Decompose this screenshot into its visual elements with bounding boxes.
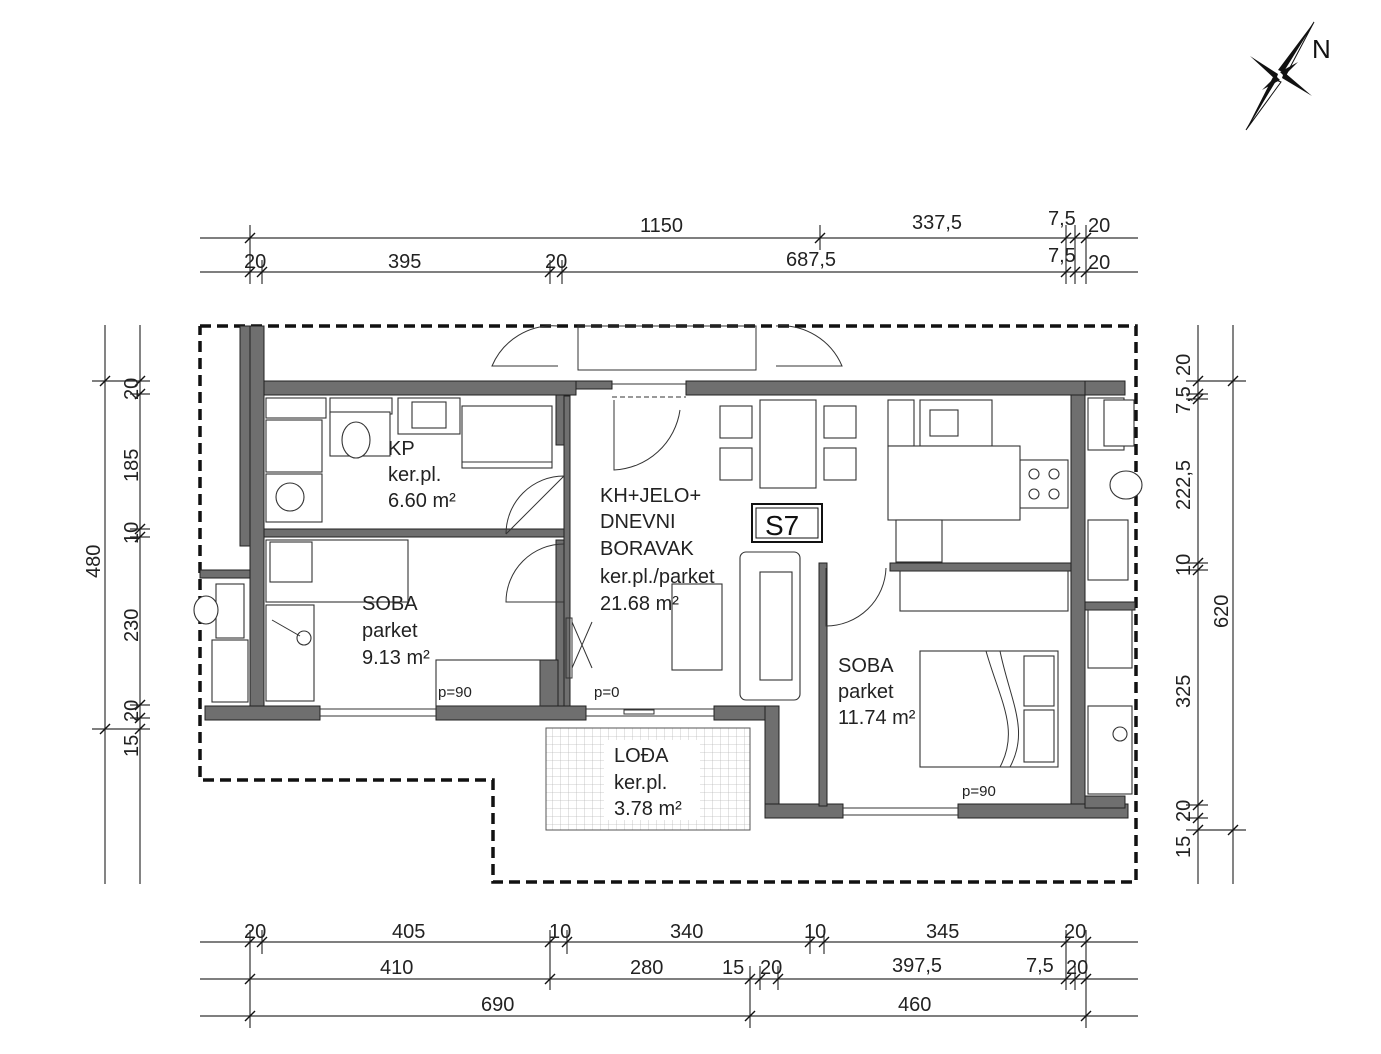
dim-top2-20b: 20 [545,251,567,273]
dim-right-325: 325 [1173,675,1195,708]
dim-left-10: 10 [121,522,143,544]
room-living-name1: KH+JELO+ [600,485,701,507]
dim-left-185: 185 [121,449,143,482]
room-label-living: KH+JELO+ DNEVNI BORAVAK ker.pl./parket 2… [600,485,715,615]
dim-bot3-690: 690 [481,994,514,1016]
dim-bot2-280: 280 [630,957,663,979]
bathroom-fixtures [265,397,553,707]
dimension-top: 1150 337,5 7,5 20 20 395 20 687,5 7,5 20 [200,208,1138,284]
dim-bot1-20b: 20 [1064,921,1086,943]
room-label-lodja: LOĐA ker.pl. 3.78 m² [604,740,700,820]
dim-bot1-10a: 10 [549,921,571,943]
dim-right-7-5: 7,5 [1173,386,1195,414]
stove-icon [1019,459,1069,509]
dim-top2-7-5: 7,5 [1048,245,1076,267]
dim-bot1-10b: 10 [804,921,826,943]
dim-top-1150: 1150 [640,215,683,237]
dim-top-7-5: 7,5 [1048,208,1076,230]
dim-top2-395: 395 [388,251,421,273]
dim-top2-20c: 20 [1088,252,1110,274]
dim-top2-20a: 20 [244,251,266,273]
dim-bot2-410: 410 [380,957,413,979]
dim-top-20: 20 [1088,215,1110,237]
room-label-kp: KP ker.pl. 6.60 m² [388,438,456,512]
room-label-soba2: SOBA parket 11.74 m² [838,655,916,729]
dim-right-20a: 20 [1173,354,1195,376]
dim-bot2-15: 15 [722,957,744,979]
room-kp-floor: ker.pl. [388,464,441,486]
dim-right-20b: 20 [1173,800,1195,822]
room-soba1-name: SOBA [362,593,418,615]
north-arrow-icon: N [1245,21,1331,131]
apartment-code: S7 [765,510,799,541]
room-soba2-area: 11.74 m² [838,707,916,729]
dim-left-480: 480 [83,545,105,578]
dim-top2-687-5: 687,5 [786,249,836,271]
room-kp-area: 6.60 m² [388,490,456,512]
dim-left-230: 230 [121,609,143,642]
room-living-name3: BORAVAK [600,538,694,560]
sill-living: p=0 [594,684,619,701]
dim-right-222-5: 222,5 [1173,460,1195,510]
dimension-bottom: 20 405 10 340 10 345 20 410 280 15 20 39… [200,921,1138,1028]
dim-left-20b: 20 [121,700,143,722]
room-lodja-name: LOĐA [614,745,669,767]
room-soba1-floor: parket [362,620,418,642]
dim-bot2-20b: 20 [1066,957,1088,979]
wardrobe-left [265,604,315,702]
room-soba2-name: SOBA [838,655,894,677]
windows [320,325,958,816]
room-lodja-floor: ker.pl. [614,772,667,794]
room-label-soba1: SOBA parket 9.13 m² [362,593,430,669]
north-label: N [1312,34,1331,64]
shower-head-icon [296,630,312,646]
room-living-name2: DNEVNI [600,511,676,533]
dim-left-15: 15 [121,735,143,757]
toilet-icon [341,421,371,459]
dim-right-15: 15 [1173,836,1195,858]
dining-table [759,399,817,489]
room-living-area: 21.68 m² [600,593,679,615]
dim-bot1-20a: 20 [244,921,266,943]
room-soba2-floor: parket [838,681,894,703]
sill-soba1: p=90 [438,684,472,701]
dim-right-620: 620 [1211,595,1233,628]
dimension-left: 480 20 185 10 230 20 15 [83,325,150,884]
living-furniture [671,399,1069,701]
dim-top-337-5: 337,5 [912,212,962,234]
sill-soba2: p=90 [962,783,996,800]
dim-bot2-397-5: 397,5 [892,955,942,977]
dimension-right: 620 20 7,5 222,5 10 325 20 15 [1173,325,1246,884]
dim-left-20a: 20 [121,378,143,400]
room-soba1-area: 9.13 m² [362,647,430,669]
dim-bot1-405: 405 [392,921,425,943]
dim-right-10: 10 [1173,554,1195,576]
room-lodja-area: 3.78 m² [614,798,682,820]
washing-machine-icon [275,482,305,512]
dim-bot2-7-5: 7,5 [1026,955,1054,977]
dim-bot1-340: 340 [670,921,703,943]
dim-bot3-460: 460 [898,994,931,1016]
room-kp-name: KP [388,438,415,460]
right-bathroom-fixtures [193,397,1143,795]
property-boundary [198,324,1138,884]
bedroom-furniture [919,650,1059,768]
room-living-floor: ker.pl./parket [600,566,715,588]
dim-bot1-345: 345 [926,921,959,943]
walls [199,325,1136,819]
dim-bot2-20a: 20 [760,957,782,979]
apartment-tag: S7 [751,503,823,543]
doors [491,325,887,679]
coffee-table [671,583,723,671]
